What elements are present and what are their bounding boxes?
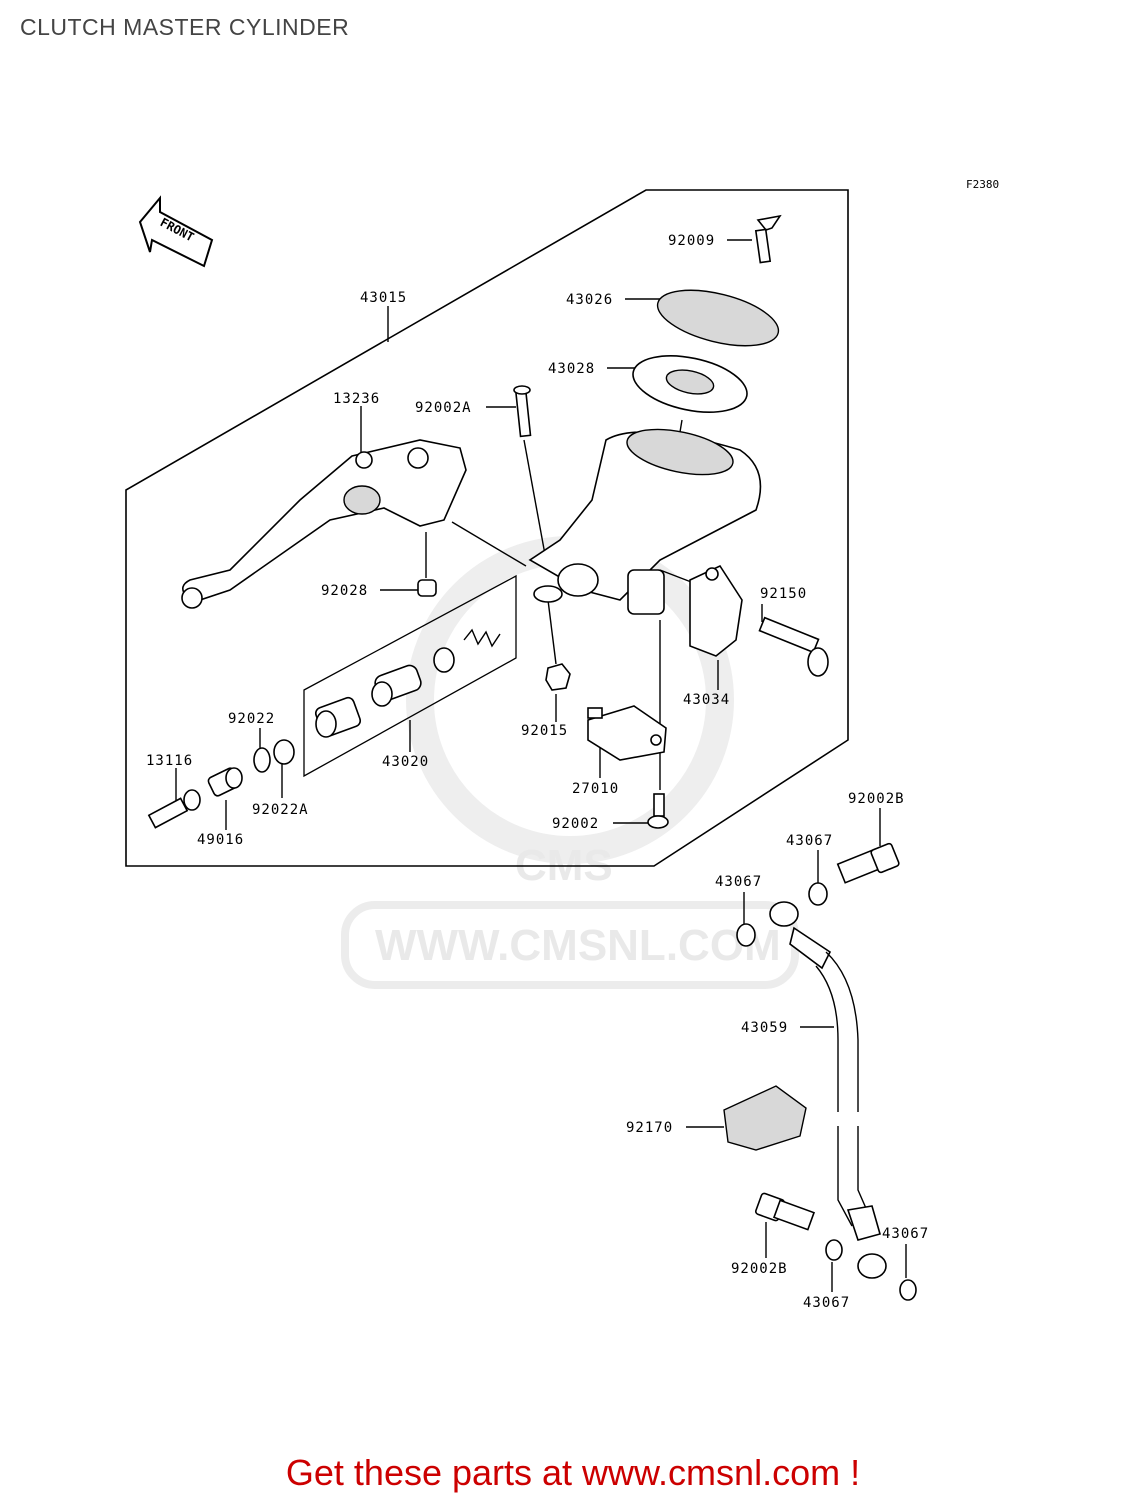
screw-92009 xyxy=(754,214,782,264)
screw-92002 xyxy=(647,793,669,829)
figure-code: F2380 xyxy=(966,178,1000,191)
banjo-bolt-92002B-bottom xyxy=(755,1192,816,1231)
banjo-bolt-92002B-top xyxy=(836,842,900,884)
washer-43067-b xyxy=(736,923,756,947)
washer-43067-c xyxy=(899,1279,917,1301)
part-labels: 92009 43026 43028 43015 13236 92002A 920… xyxy=(146,233,929,1311)
bushing-92028 xyxy=(417,579,437,597)
part-label-49016: 49016 xyxy=(197,832,244,848)
diaphragm-43028 xyxy=(632,355,748,413)
part-label-92002: 92002 xyxy=(552,816,599,832)
part-label-92022A: 92022A xyxy=(252,802,309,818)
part-label-43059: 43059 xyxy=(741,1020,788,1036)
watermark-url: WWW.CMSNL.COM xyxy=(375,921,781,970)
part-label-43067-b: 43067 xyxy=(715,874,762,890)
part-label-43026: 43026 xyxy=(566,292,613,308)
washer-43067-a xyxy=(808,882,828,906)
nut-92015 xyxy=(545,663,571,691)
push-rod-13116 xyxy=(147,789,201,829)
assembly-outline xyxy=(125,189,849,867)
piston-cup xyxy=(433,647,455,673)
piston xyxy=(371,664,422,707)
part-label-92022: 92022 xyxy=(228,711,275,727)
part-label-13116: 13116 xyxy=(146,753,193,769)
part-label-13236: 13236 xyxy=(333,391,380,407)
bolt-92150 xyxy=(758,616,829,677)
boot-49016 xyxy=(207,767,243,797)
leader-lines xyxy=(175,239,907,1292)
switch-27010 xyxy=(587,705,667,761)
page-title: CLUTCH MASTER CYLINDER xyxy=(20,14,350,40)
part-label-92009: 92009 xyxy=(668,233,715,249)
boot xyxy=(314,696,362,738)
part-label-92028: 92028 xyxy=(321,583,368,599)
spring xyxy=(463,628,501,648)
part-label-43020: 43020 xyxy=(382,754,429,770)
reservoir-cap-43026 xyxy=(656,289,780,347)
part-label-92002B-bottom: 92002B xyxy=(731,1261,788,1277)
part-label-43067-a: 43067 xyxy=(786,833,833,849)
part-label-92002B-top: 92002B xyxy=(848,791,905,807)
clutch-lever-13236 xyxy=(181,439,467,609)
front-arrow: FRONT xyxy=(138,195,214,268)
part-label-92150: 92150 xyxy=(760,586,807,602)
cta-link[interactable]: Get these parts at www.cmsnl.com ! xyxy=(285,1452,861,1493)
part-label-92015: 92015 xyxy=(521,723,568,739)
circlip-92022 xyxy=(253,747,271,773)
part-label-43034: 43034 xyxy=(683,692,730,708)
part-label-43067-d: 43067 xyxy=(803,1295,850,1311)
clamp-92170 xyxy=(723,1085,807,1151)
part-label-43028: 43028 xyxy=(548,361,595,377)
master-cylinder-body xyxy=(528,428,762,615)
part-label-92170: 92170 xyxy=(626,1120,673,1136)
clamp-43034 xyxy=(689,564,743,657)
washer-92022A xyxy=(273,739,295,765)
part-label-92002A: 92002A xyxy=(415,400,472,416)
washer-43067-d xyxy=(825,1239,843,1261)
hose-43059 xyxy=(769,901,887,1279)
part-label-43015: 43015 xyxy=(360,290,407,306)
piston-kit-outline xyxy=(303,574,517,778)
bolt-92002A xyxy=(513,385,532,438)
part-label-43067-c: 43067 xyxy=(882,1226,929,1242)
part-label-27010: 27010 xyxy=(572,781,619,797)
